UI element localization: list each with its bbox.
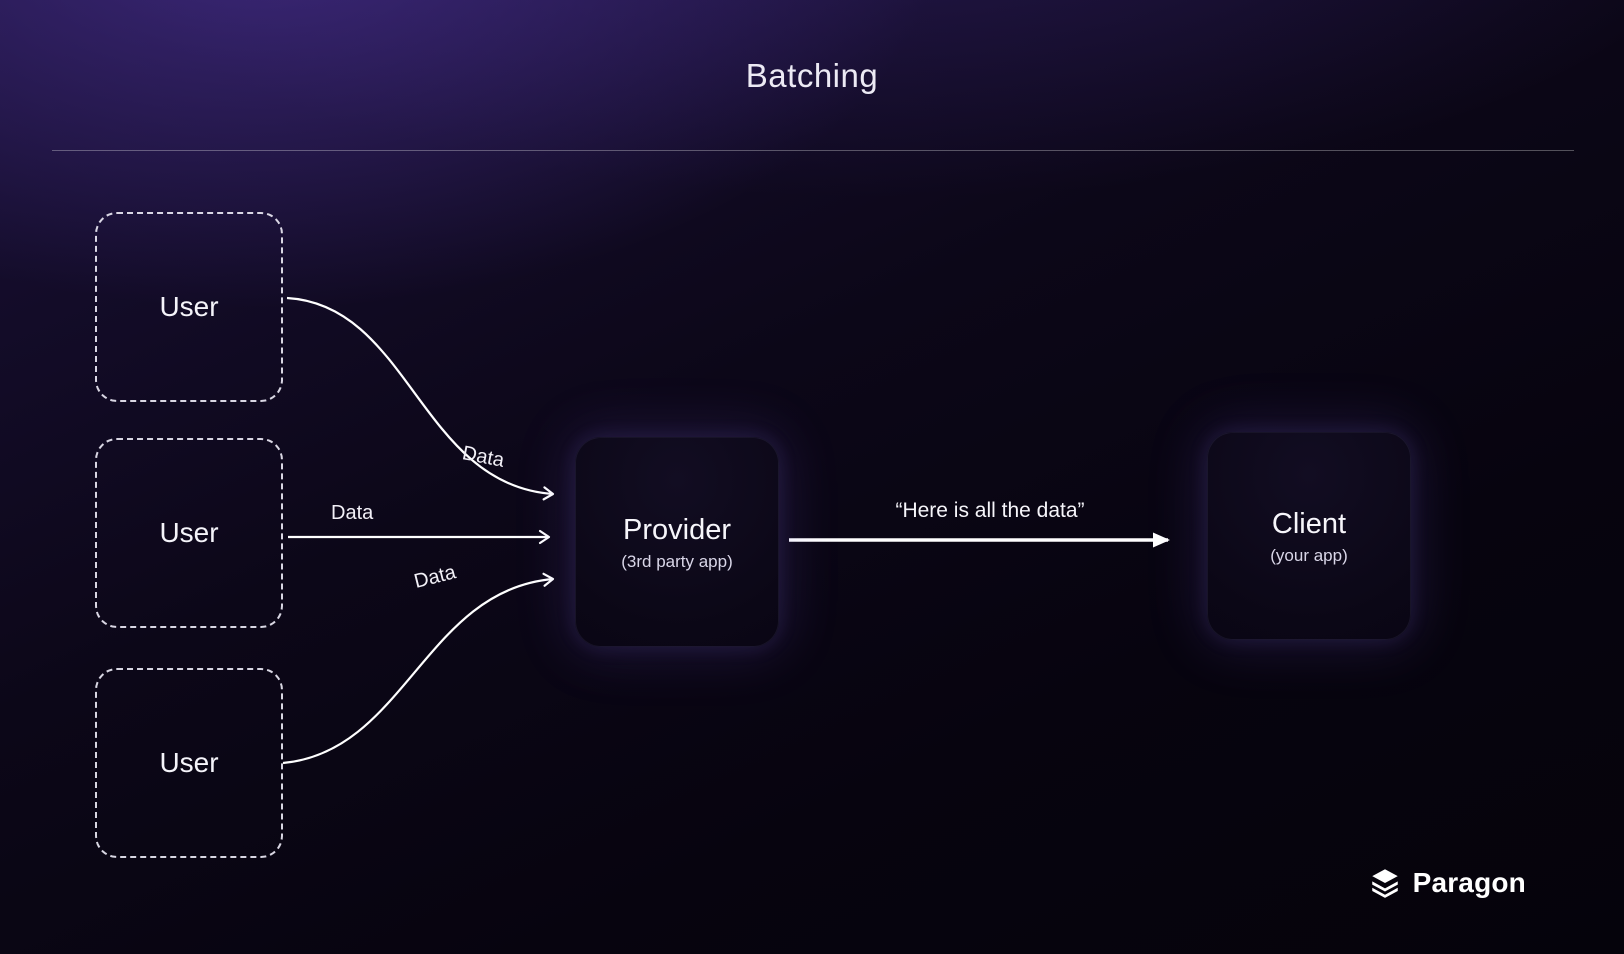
user-box-3: User xyxy=(95,668,283,858)
provider-node: Provider (3rd party app) xyxy=(575,437,779,647)
brand-name: Paragon xyxy=(1412,867,1526,898)
user-box-1-label: User xyxy=(159,291,219,322)
client-node: Client (your app) xyxy=(1207,432,1411,640)
arrow-user1-to-provider xyxy=(286,296,555,501)
client-title: Client xyxy=(1271,508,1347,541)
provider-title: Provider xyxy=(623,514,731,547)
arrow-user3-to-provider xyxy=(282,572,555,765)
page-title: Batching xyxy=(745,57,879,94)
user-box-3-label: User xyxy=(159,747,219,778)
user-box-2: User xyxy=(95,438,283,628)
divider xyxy=(52,150,1574,151)
user-box-1: User xyxy=(95,212,283,402)
client-subtitle: (your app) xyxy=(1270,545,1348,565)
provider-subtitle: (3rd party app) xyxy=(621,551,733,571)
arrow-label-data-3: Data xyxy=(411,561,459,593)
paragon-logo-icon xyxy=(1371,869,1398,898)
arrow-label-data-1: Data xyxy=(460,442,507,472)
arrow-label-data-2: Data xyxy=(331,502,374,524)
user-box-2-label: User xyxy=(159,517,219,548)
arrow-label-batch: “Here is all the data” xyxy=(895,499,1085,522)
brand-footer: Paragon xyxy=(1368,866,1526,900)
